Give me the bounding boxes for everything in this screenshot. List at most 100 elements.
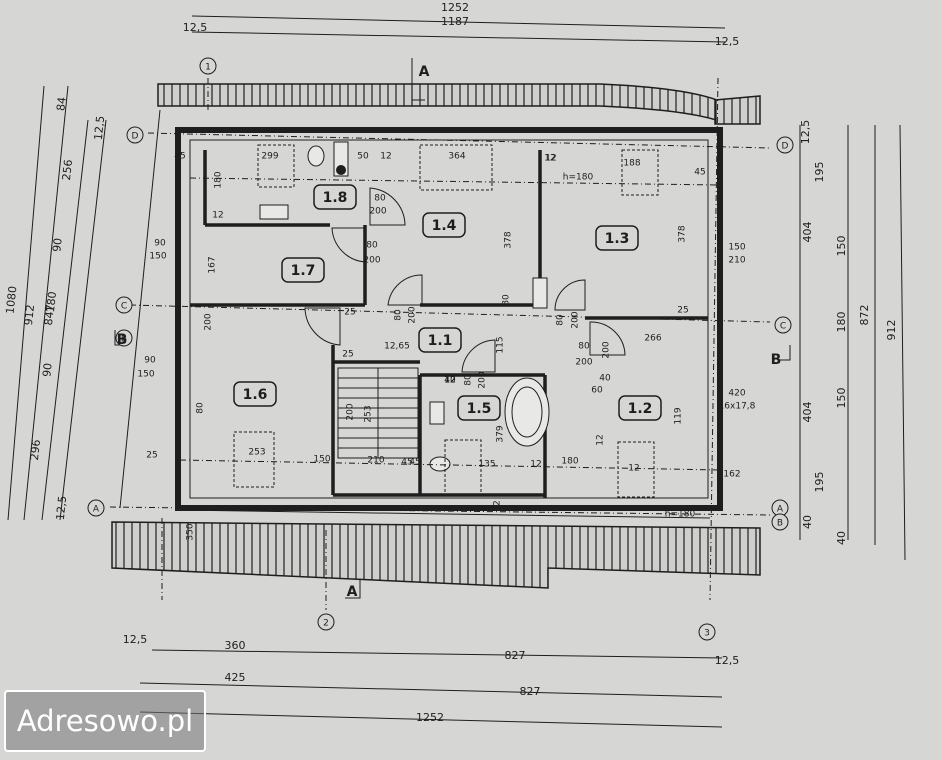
dimension-left: 84 — [54, 96, 68, 111]
interior-dimension: 12,65 — [384, 342, 410, 352]
grid-axis-bubble — [317, 613, 335, 631]
dimension-bottom: 425 — [225, 671, 246, 684]
dimension-right: 180 — [835, 312, 848, 333]
room-label-box — [457, 395, 501, 421]
dimension-right: 195 — [813, 162, 826, 183]
washbasin — [259, 204, 289, 220]
interior-dimension: 80 — [464, 374, 474, 386]
room-label: 1.7 — [291, 263, 316, 279]
grid-axis-bubble — [126, 126, 144, 144]
room-label: 1.6 — [243, 387, 268, 403]
interior-dimension: 150 — [137, 370, 154, 380]
interior-dimension: 12 — [444, 376, 455, 386]
room-label-box — [418, 327, 462, 353]
interior-dimension: 200 — [571, 311, 581, 328]
dimension-right: 912 — [885, 320, 898, 341]
dimension-left: 847 — [42, 304, 57, 326]
grid-axis-bubble — [115, 296, 133, 314]
grid-axis-label: A — [93, 505, 100, 515]
room-label-box — [595, 225, 639, 251]
interior-dimension: 200 — [204, 313, 214, 330]
dimension-bottom: 360 — [225, 639, 246, 652]
staircase — [337, 367, 419, 459]
grid-axis-label: 3 — [704, 629, 710, 639]
dimension-left: 296 — [28, 439, 43, 461]
interior-dimension: 378 — [678, 225, 688, 242]
grid-axis-label: B — [777, 519, 783, 529]
dimension-right: 150 — [835, 388, 848, 409]
grid-axis-label: D — [782, 142, 789, 152]
interior-dimension: 90 — [144, 356, 156, 366]
roof-slope-line — [119, 109, 161, 509]
room-label-box — [422, 212, 466, 238]
interior-dimension: 253 — [364, 405, 374, 422]
interior-dimension: 253 — [248, 448, 265, 458]
dimension-right: 40 — [801, 515, 814, 529]
dimension-left: 12,5 — [54, 495, 69, 521]
interior-dimension: 115 — [496, 336, 506, 353]
interior-dimension: 90 — [154, 239, 166, 249]
interior-dimension: 299 — [261, 152, 278, 162]
interior-dimension: 25 — [146, 451, 157, 461]
grid-axis-label: C — [780, 322, 786, 332]
interior-dimension: 12 — [212, 211, 223, 221]
interior-dimension: 50 — [357, 152, 369, 162]
interior-dimension: 379 — [496, 425, 506, 442]
interior-dimension: h=180 — [563, 173, 594, 183]
interior-dimension: 25 — [677, 306, 688, 316]
interior-dimension: 119 — [674, 407, 684, 424]
interior-dimension: 25 — [344, 308, 355, 318]
interior-dimension: 210 — [367, 456, 384, 466]
dimension-left: 12,5 — [92, 115, 107, 141]
interior-dimension: 180 — [561, 457, 578, 467]
interior-dimension: 266 — [644, 334, 661, 344]
interior-dimension: 12 — [444, 376, 455, 386]
interior-walls — [190, 150, 708, 498]
grid-axis-label: 2 — [323, 619, 329, 629]
interior-dimension: 12 — [544, 154, 555, 164]
dimension-right: 150 — [835, 236, 848, 257]
dimension-right: 404 — [801, 222, 814, 243]
interior-dimension: 180 — [214, 171, 224, 188]
section-mark-label: B — [771, 352, 782, 368]
dimension-right: 12,5 — [799, 120, 812, 145]
grid-axis-bubble — [87, 499, 105, 517]
interior-dimension: 40 — [599, 374, 611, 384]
dimension-lines — [7, 15, 906, 728]
grid-axis-bubble — [774, 316, 792, 334]
room-label-box — [618, 395, 662, 421]
interior-dimension: 12 — [380, 152, 391, 162]
watermark-text: Adresowo.pl — [16, 704, 194, 738]
interior-dimension: 60 — [591, 386, 603, 396]
interior-dimension: 150 — [728, 243, 745, 253]
section-mark-label: A — [347, 584, 358, 600]
dimension-top: 1187 — [441, 15, 469, 28]
grid-axis-label: 1 — [205, 63, 211, 73]
grid-axis-label: C — [121, 302, 127, 312]
interior-dimension: 45 — [174, 152, 185, 162]
bathroom-fixtures — [259, 141, 550, 472]
grid-axis-bubble — [199, 57, 217, 75]
outer-wall — [175, 127, 723, 511]
watermark-badge: Adresowo.pl — [4, 690, 206, 752]
interior-dimension: 150 — [149, 252, 166, 262]
dimension-top: 12,5 — [715, 35, 740, 48]
interior-dimension: h=180 — [665, 510, 696, 520]
roof-slope-line — [177, 509, 711, 519]
interior-dimension: 80 — [502, 294, 512, 306]
interior-dimension: 80 — [374, 194, 386, 204]
dimension-top: 1252 — [441, 1, 469, 14]
grid-axis-bubble — [776, 136, 794, 154]
interior-dimension: 162 — [723, 470, 740, 480]
interior-dimension: 45 — [401, 458, 412, 468]
room-label: 1.1 — [428, 333, 453, 349]
grid-lines — [109, 77, 771, 610]
interior-dimension: 188 — [623, 159, 640, 169]
grid-axis-label: D — [132, 132, 139, 142]
room-label-box — [313, 184, 357, 210]
interior-dimension: 200 — [602, 341, 612, 358]
interior-dimension: 420 — [728, 389, 745, 399]
interior-dimension: 40 — [444, 376, 456, 386]
interior-dimension: 364 — [448, 152, 465, 162]
